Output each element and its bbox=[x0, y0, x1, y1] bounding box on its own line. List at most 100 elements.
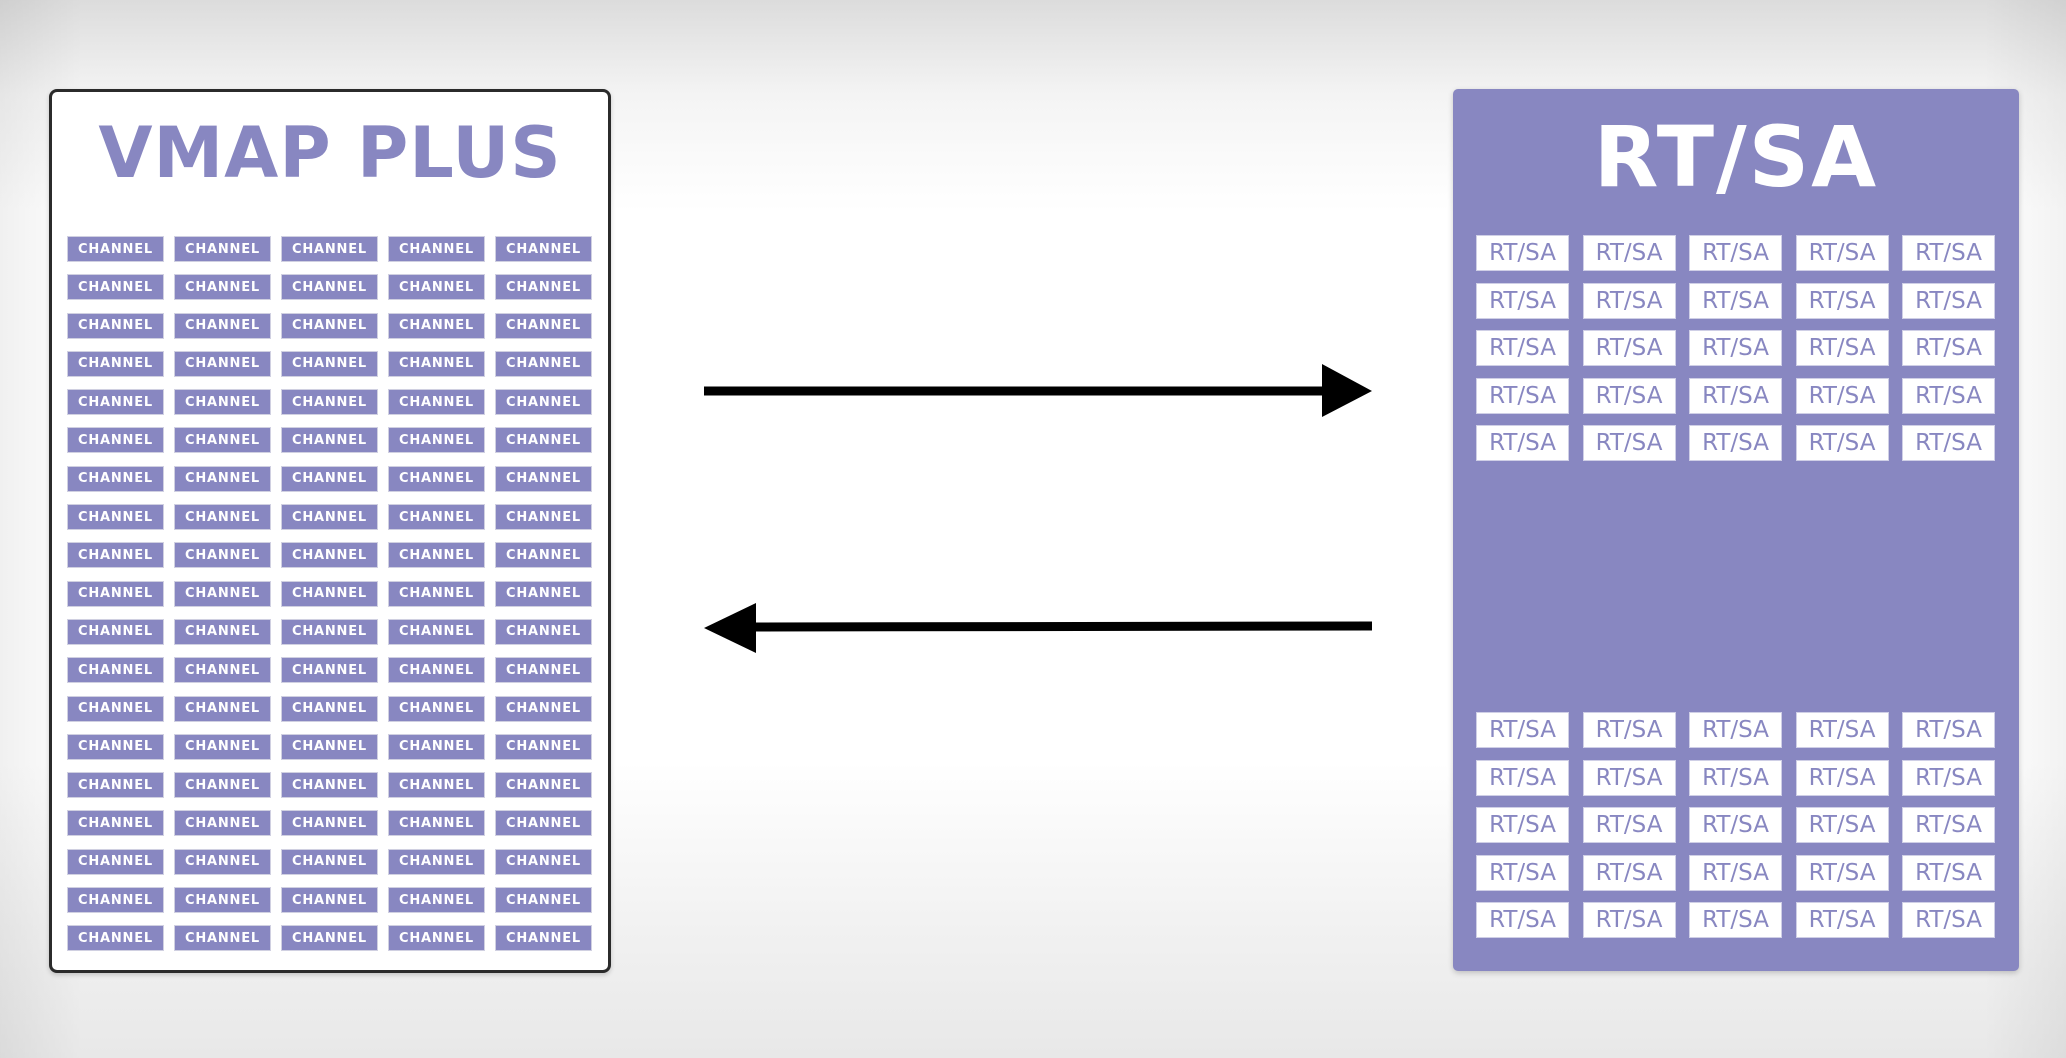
rtsa-cell: RT/SA bbox=[1583, 760, 1675, 795]
channel-cell: CHANNEL bbox=[282, 619, 377, 644]
channel-cell: CHANNEL bbox=[282, 811, 377, 836]
rtsa-cell: RT/SA bbox=[1477, 331, 1568, 365]
rtsa-cell: RT/SA bbox=[1583, 331, 1675, 365]
rtsa-cell: RT/SA bbox=[1903, 760, 1994, 795]
channel-cell: CHANNEL bbox=[175, 275, 270, 300]
rtsa-cell: RT/SA bbox=[1796, 808, 1888, 842]
channel-cell: CHANNEL bbox=[389, 313, 484, 338]
rtsa-cell: RT/SA bbox=[1903, 236, 1994, 270]
channel-cell: CHANNEL bbox=[68, 773, 163, 798]
channel-cell: CHANNEL bbox=[175, 351, 270, 376]
channel-cell: CHANNEL bbox=[496, 581, 591, 606]
rtsa-title: RT/SA bbox=[1593, 108, 1879, 206]
channel-cell: CHANNEL bbox=[282, 696, 377, 721]
channel-cell: CHANNEL bbox=[282, 351, 377, 376]
channel-cell: CHANNEL bbox=[282, 926, 377, 951]
channel-cell: CHANNEL bbox=[68, 658, 163, 683]
channel-cell: CHANNEL bbox=[68, 926, 163, 951]
channel-cell: CHANNEL bbox=[175, 811, 270, 836]
rtsa-cell: RT/SA bbox=[1583, 855, 1675, 890]
rtsa-cell: RT/SA bbox=[1690, 713, 1781, 747]
channel-cell: CHANNEL bbox=[68, 734, 163, 759]
rtsa-cell: RT/SA bbox=[1690, 760, 1781, 795]
channel-cell: CHANNEL bbox=[496, 543, 591, 568]
rtsa-cell: RT/SA bbox=[1477, 713, 1568, 747]
channel-cell: CHANNEL bbox=[175, 505, 270, 530]
channel-cell: CHANNEL bbox=[282, 543, 377, 568]
channel-cell: CHANNEL bbox=[496, 926, 591, 951]
channel-cell: CHANNEL bbox=[389, 658, 484, 683]
channel-cell: CHANNEL bbox=[68, 696, 163, 721]
channel-cell: CHANNEL bbox=[175, 390, 270, 415]
rtsa-cell: RT/SA bbox=[1796, 331, 1888, 365]
channel-cell: CHANNEL bbox=[496, 619, 591, 644]
channel-cell: CHANNEL bbox=[496, 237, 591, 261]
channel-cell: CHANNEL bbox=[496, 313, 591, 338]
arrow-right-icon bbox=[704, 364, 1372, 417]
channel-cell: CHANNEL bbox=[389, 543, 484, 568]
channel-cell: CHANNEL bbox=[68, 543, 163, 568]
channel-cell: CHANNEL bbox=[389, 428, 484, 453]
rtsa-cell: RT/SA bbox=[1690, 903, 1781, 937]
channel-cell: CHANNEL bbox=[68, 466, 163, 491]
channel-cell: CHANNEL bbox=[175, 619, 270, 644]
rtsa-cell: RT/SA bbox=[1477, 903, 1568, 937]
channel-cell: CHANNEL bbox=[389, 811, 484, 836]
channel-cell: CHANNEL bbox=[175, 696, 270, 721]
rtsa-cell: RT/SA bbox=[1477, 808, 1568, 842]
vmap-plus-title: VMAP PLUS bbox=[98, 112, 562, 194]
channel-cell: CHANNEL bbox=[389, 696, 484, 721]
channel-cell: CHANNEL bbox=[282, 581, 377, 606]
channel-grid: CHANNEL CHANNEL CHANNEL CHANNEL CHANNEL CHANN… bbox=[68, 237, 591, 955]
channel-cell: CHANNEL bbox=[68, 619, 163, 644]
rtsa-cell: RT/SA bbox=[1583, 283, 1675, 318]
rtsa-cell: RT/SA bbox=[1690, 426, 1781, 460]
rtsa-cell: RT/SA bbox=[1796, 855, 1888, 890]
channel-cell: CHANNEL bbox=[496, 773, 591, 798]
channel-cell: CHANNEL bbox=[175, 849, 270, 874]
rtsa-cell: RT/SA bbox=[1796, 903, 1888, 937]
channel-cell: CHANNEL bbox=[282, 275, 377, 300]
channel-cell: CHANNEL bbox=[175, 773, 270, 798]
rtsa-cell: RT/SA bbox=[1690, 331, 1781, 365]
rtsa-cell: RT/SA bbox=[1477, 236, 1568, 270]
channel-cell: CHANNEL bbox=[282, 658, 377, 683]
channel-cell: CHANNEL bbox=[68, 390, 163, 415]
rtsa-cell: RT/SA bbox=[1583, 903, 1675, 937]
channel-cell: CHANNEL bbox=[496, 275, 591, 300]
channel-cell: CHANNEL bbox=[68, 237, 163, 261]
channel-cell: CHANNEL bbox=[68, 428, 163, 453]
channel-cell: CHANNEL bbox=[175, 926, 270, 951]
rtsa-cell: RT/SA bbox=[1903, 378, 1994, 413]
rtsa-cell: RT/SA bbox=[1903, 713, 1994, 747]
channel-cell: CHANNEL bbox=[175, 734, 270, 759]
rtsa-cell: RT/SA bbox=[1903, 426, 1994, 460]
channel-cell: CHANNEL bbox=[389, 237, 484, 261]
rtsa-cell: RT/SA bbox=[1477, 855, 1568, 890]
rtsa-cell: RT/SA bbox=[1583, 426, 1675, 460]
channel-cell: CHANNEL bbox=[282, 734, 377, 759]
rtsa-cell: RT/SA bbox=[1796, 426, 1888, 460]
rtsa-grid-bottom: RT/SA RT/SA RT/SA RT/SA RT/SA RT/SA RT/SA RT/SA… bbox=[1477, 713, 1994, 937]
channel-cell: CHANNEL bbox=[496, 351, 591, 376]
channel-cell: CHANNEL bbox=[282, 849, 377, 874]
rtsa-cell: RT/SA bbox=[1690, 855, 1781, 890]
channel-cell: CHANNEL bbox=[175, 466, 270, 491]
channel-cell: CHANNEL bbox=[282, 390, 377, 415]
channel-cell: CHANNEL bbox=[282, 237, 377, 261]
channel-cell: CHANNEL bbox=[282, 428, 377, 453]
channel-cell: CHANNEL bbox=[68, 313, 163, 338]
rtsa-cell: RT/SA bbox=[1690, 236, 1781, 270]
rtsa-grid-top: RT/SA RT/SA RT/SA RT/SA RT/SA RT/SA RT/SA RT/SA… bbox=[1477, 236, 1994, 460]
channel-cell: CHANNEL bbox=[68, 811, 163, 836]
channel-cell: CHANNEL bbox=[282, 773, 377, 798]
rtsa-cell: RT/SA bbox=[1477, 760, 1568, 795]
channel-cell: CHANNEL bbox=[175, 237, 270, 261]
rtsa-cell: RT/SA bbox=[1477, 378, 1568, 413]
rtsa-cell: RT/SA bbox=[1690, 808, 1781, 842]
channel-cell: CHANNEL bbox=[68, 351, 163, 376]
channel-cell: CHANNEL bbox=[496, 390, 591, 415]
channel-cell: CHANNEL bbox=[175, 313, 270, 338]
rtsa-cell: RT/SA bbox=[1796, 713, 1888, 747]
channel-cell: CHANNEL bbox=[175, 543, 270, 568]
